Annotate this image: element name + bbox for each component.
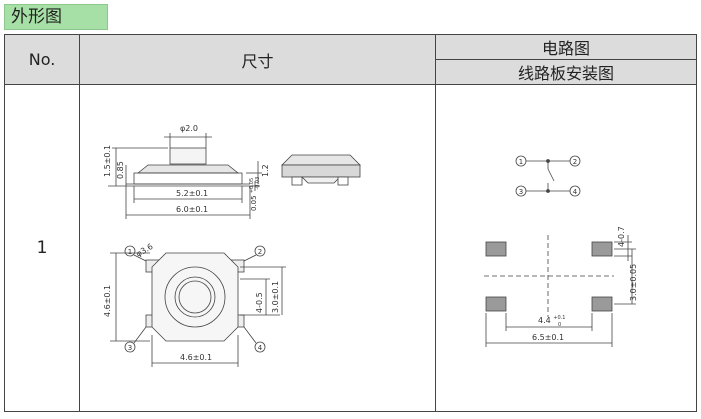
pcb-pad-outer: 6.5±0.1 bbox=[532, 333, 564, 342]
dim-cap-dia: φ3.6 bbox=[135, 242, 155, 259]
spec-table: No. 尺寸 电路图 线路板安装图 1 bbox=[4, 34, 697, 412]
outline-drawing-cell: φ2.0 1.5±0.1 0.85 1.2 5.2±0.1 6.0±0.1 0.… bbox=[79, 84, 436, 412]
pin-label-3: 3 bbox=[128, 344, 132, 352]
side-view bbox=[108, 133, 262, 219]
dim-height-right: 1.2 bbox=[261, 164, 270, 177]
circuit-pin-2: 2 bbox=[573, 158, 577, 166]
pcb-pad-size: 4-0.7 bbox=[617, 226, 626, 247]
circuit-pcb-drawing: 1 2 3 4 4-0.7 3.0±0.05 4.4 +0.1 0 6.5±0.… bbox=[484, 155, 638, 347]
circuit-pin-4: 4 bbox=[573, 188, 578, 196]
dim-height-total: 1.5±0.1 bbox=[103, 145, 112, 177]
pin-label-4: 4 bbox=[258, 344, 263, 352]
right-side-view bbox=[281, 154, 361, 186]
section-title: 外形图 bbox=[4, 4, 108, 30]
circuit-pcb-cell: 1 2 3 4 4-0.7 3.0±0.05 4.4 +0.1 0 6.5±0.… bbox=[435, 84, 697, 412]
dim-side-height: 4.6±0.1 bbox=[103, 285, 112, 317]
header-circuit: 电路图 bbox=[435, 34, 697, 60]
circuit-diagram bbox=[515, 155, 581, 197]
circuit-pin-3: 3 bbox=[519, 188, 523, 196]
pin-label-1: 1 bbox=[128, 248, 132, 256]
dim-bottom-width: 4.6±0.1 bbox=[180, 353, 212, 362]
pcb-footprint bbox=[484, 235, 636, 347]
dim-knob-dia: φ2.0 bbox=[180, 124, 198, 133]
header-size: 尺寸 bbox=[79, 34, 436, 85]
dim-overall-width: 6.0±0.1 bbox=[176, 205, 208, 214]
dim-height-body: 0.85 bbox=[116, 161, 125, 179]
dim-inner-b: 3.0±0.1 bbox=[271, 281, 280, 313]
dim-lead-thick: 0.05 +0.05 -0.03 bbox=[247, 176, 261, 211]
pin-label-2: 2 bbox=[258, 248, 262, 256]
pcb-pad-inner: 4.4 +0.1 0 bbox=[538, 312, 568, 328]
dim-body-width: 5.2±0.1 bbox=[176, 189, 208, 198]
circuit-pin-1: 1 bbox=[519, 158, 523, 166]
header-no: No. bbox=[4, 34, 80, 85]
row-number: 1 bbox=[4, 84, 80, 412]
dim-inner-a: 4-0.5 bbox=[255, 292, 264, 313]
outline-drawing: φ2.0 1.5±0.1 0.85 1.2 5.2±0.1 6.0±0.1 0.… bbox=[103, 124, 361, 367]
pcb-pad-vspace: 3.0±0.05 bbox=[629, 264, 638, 301]
top-view bbox=[110, 245, 286, 367]
header-pcb: 线路板安装图 bbox=[435, 59, 697, 85]
